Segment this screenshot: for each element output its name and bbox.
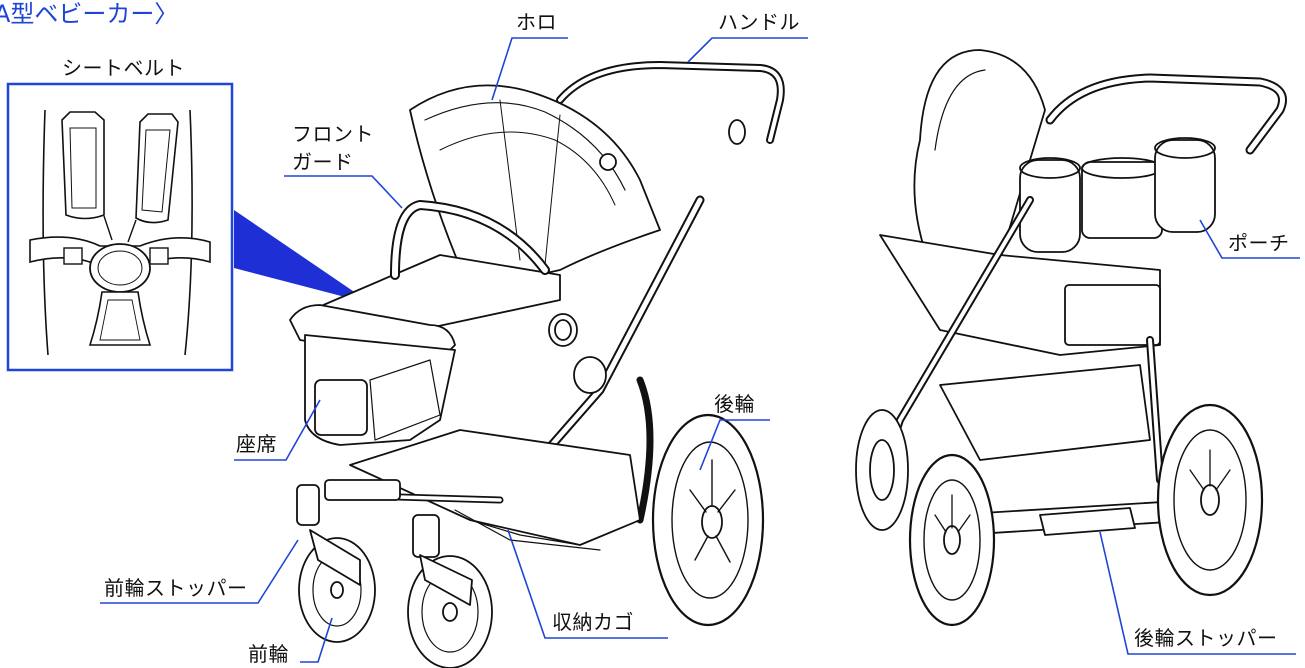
stroller-rear-view bbox=[855, 49, 1287, 627]
seatbelt-inset bbox=[6, 82, 234, 372]
label-rear-wheel: 後輪 bbox=[714, 392, 755, 416]
label-handle: ハンドル bbox=[718, 10, 800, 34]
label-front-wheel-stopper: 前輪ストッパー bbox=[104, 576, 248, 600]
label-horo: ホロ bbox=[516, 10, 557, 34]
leader-lines bbox=[100, 37, 1300, 663]
inset-title: シートベルト bbox=[62, 56, 185, 80]
label-seat: 座席 bbox=[236, 432, 277, 456]
label-front-wheel: 前輪 bbox=[248, 642, 289, 666]
stroller-front-view bbox=[289, 61, 785, 668]
label-front-guard-1: フロント bbox=[292, 122, 374, 146]
label-rear-wheel-stopper: 後輪ストッパー bbox=[1134, 626, 1278, 650]
callout-wedge bbox=[234, 210, 372, 304]
label-pouch: ポーチ bbox=[1228, 231, 1290, 255]
label-basket: 収納カゴ bbox=[552, 610, 634, 634]
label-front-guard-2: ガード bbox=[292, 150, 354, 174]
page-title: A型ベビーカー〉 bbox=[0, 0, 179, 28]
